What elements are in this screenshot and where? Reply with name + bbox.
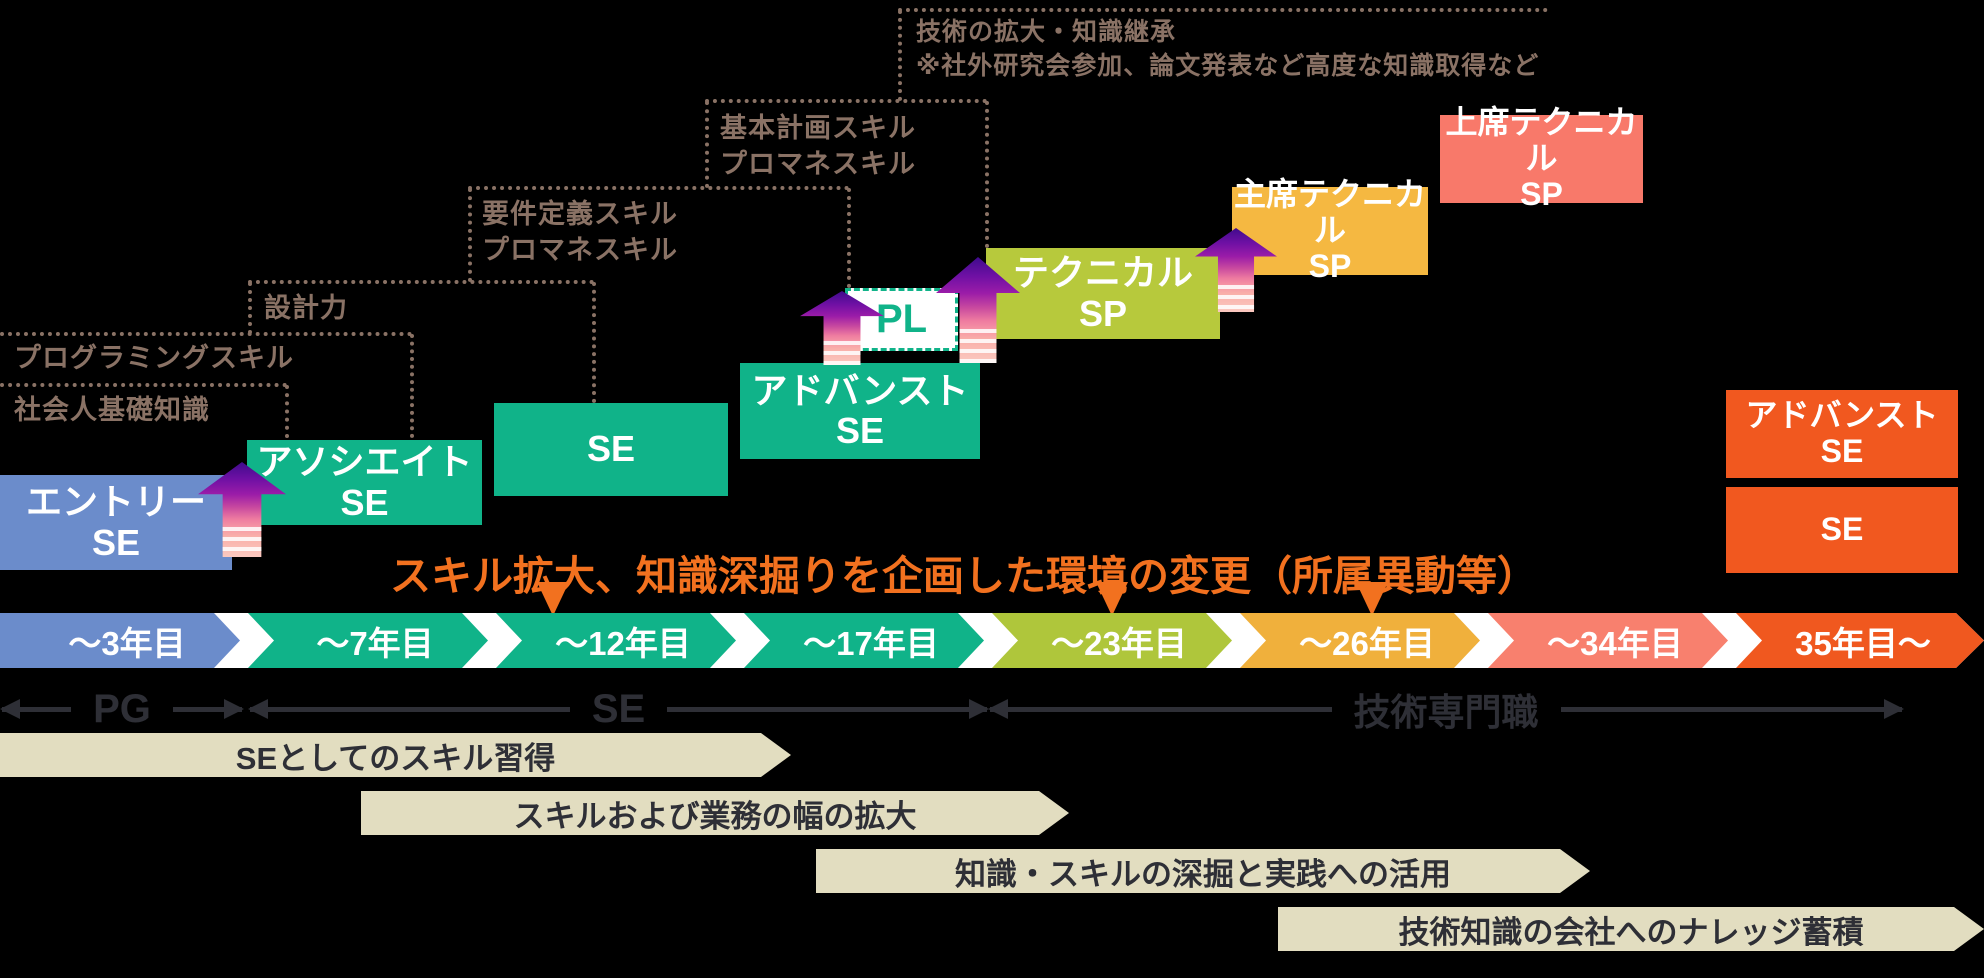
skill-label-design: 設計力	[264, 293, 348, 323]
axis-zone-specialist: 技術専門職	[988, 686, 1904, 733]
dotted-connector	[847, 188, 851, 288]
skill-label-requirements: 要件定義スキル プロマネスキル	[482, 199, 678, 266]
right-arrow-icon	[172, 698, 245, 719]
env-change-marker-icon	[537, 582, 569, 616]
timeline-segment: 35年目～	[1736, 613, 1984, 668]
skill-label-planning: 基本計画スキル プロマネスキル	[720, 113, 916, 180]
dotted-connector	[468, 186, 849, 190]
role-box-associate-se: アソシエイト SE	[247, 440, 482, 525]
axis-zone-pg: PG	[0, 686, 245, 732]
env-change-marker-icon	[1096, 582, 1128, 616]
timeline-segment: ～23年目	[992, 613, 1232, 668]
dotted-connector	[592, 282, 596, 403]
dotted-connector	[898, 10, 902, 101]
role-box-advanced-se-right: アドバンスト SE	[1726, 390, 1958, 478]
skill-label-programming: プログラミングスキル	[14, 343, 294, 373]
role-box-pl: PL	[845, 288, 958, 351]
left-arrow-icon	[988, 698, 1332, 719]
right-arrow-icon	[667, 698, 989, 719]
dotted-connector	[985, 101, 989, 248]
dotted-connector	[248, 280, 594, 284]
env-change-marker-icon	[1356, 582, 1388, 616]
timeline-segment: ～17年目	[744, 613, 984, 668]
role-box-technical-sp: テクニカル SP	[986, 248, 1220, 339]
dotted-connector	[285, 385, 289, 438]
skill-label-basic-knowledge: 社会人基礎知識	[14, 395, 210, 425]
dotted-connector	[468, 188, 472, 282]
axis-label-se: SE	[591, 686, 646, 731]
timeline-band: ～3年目 ～7年目 ～12年目 ～17年目 ～23年目 ～26年目 ～34年目 …	[0, 613, 1984, 668]
dotted-connector	[705, 99, 987, 103]
role-box-entry-se: エントリー SE	[0, 475, 232, 570]
env-change-heading: スキル拡大、知識深掘りを企画した環境の変更（所属異動等）	[390, 553, 1538, 599]
left-arrow-icon	[248, 698, 570, 719]
dotted-connector	[0, 383, 287, 387]
role-box-se: SE	[494, 403, 728, 496]
role-box-chief-technical-sp: 主席テクニカル SP	[1232, 176, 1428, 284]
phase-bar-deep-dive: 知識・スキルの深掘と実践への活用	[816, 849, 1590, 893]
right-arrow-icon	[1560, 698, 1904, 719]
timeline-segment: ～3年目	[0, 613, 240, 668]
timeline-segment: ～34年目	[1488, 613, 1728, 668]
axis-label-specialist: 技術専門職	[1353, 692, 1539, 733]
dotted-connector	[705, 101, 709, 188]
left-arrow-icon	[0, 698, 72, 719]
role-box-advanced-se: アドバンスト SE	[740, 363, 980, 459]
axis-label-pg: PG	[93, 686, 151, 731]
phase-bar-skill-expansion: スキルおよび業務の幅の拡大	[361, 791, 1069, 835]
dotted-connector	[0, 332, 412, 336]
phase-bar-skill-acquisition: SEとしてのスキル習得	[0, 733, 791, 777]
dotted-connector	[248, 282, 252, 334]
timeline-segment: ～12年目	[496, 613, 736, 668]
dotted-connector	[410, 334, 414, 438]
role-box-se-right: SE	[1726, 487, 1958, 573]
phase-bar-knowledge-accumulation: 技術知識の会社へのナレッジ蓄積	[1278, 907, 1984, 951]
axis-zone-se: SE	[248, 686, 989, 732]
role-box-senior-technical-sp: 上席テクニカル SP	[1440, 104, 1643, 212]
timeline-segment: ～7年目	[248, 613, 488, 668]
dotted-connector	[898, 8, 1548, 12]
timeline-segment: ～26年目	[1240, 613, 1480, 668]
skill-label-tech-expansion: 技術の拡大・知識継承 ※社外研究会参加、論文発表など高度な知識取得など	[916, 18, 1540, 80]
